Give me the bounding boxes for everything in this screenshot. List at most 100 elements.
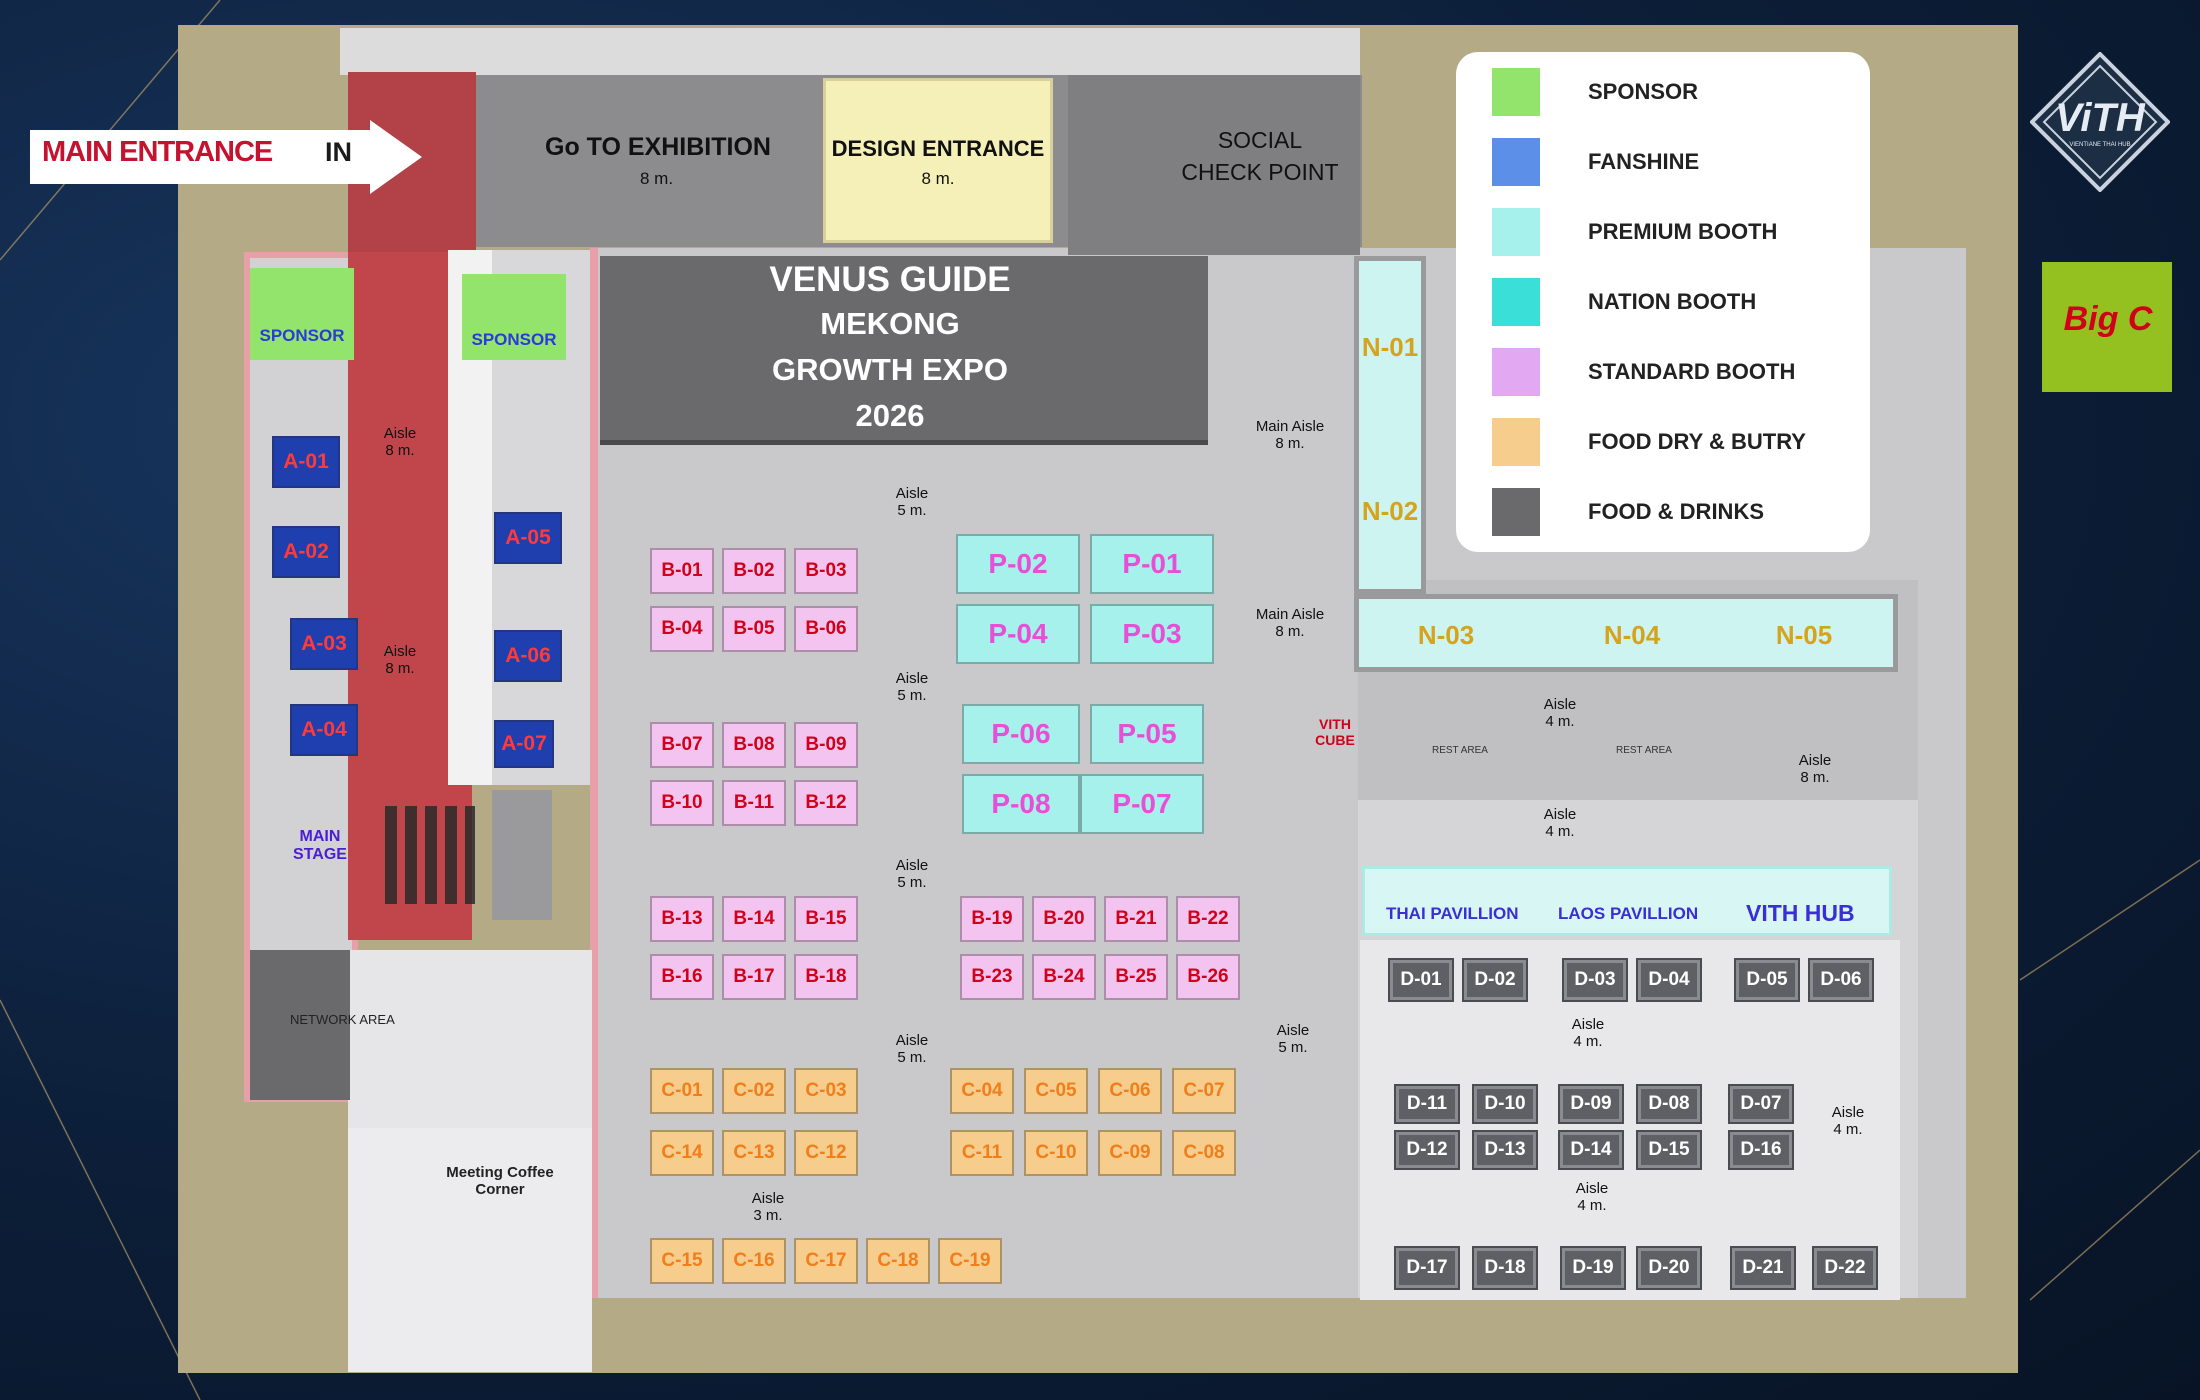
booth-d-04[interactable]: D-04 xyxy=(1636,958,1702,1002)
booth-d-14[interactable]: D-14 xyxy=(1558,1130,1624,1170)
booth-d-11[interactable]: D-11 xyxy=(1394,1084,1460,1124)
legend-item: STANDARD BOOTH xyxy=(1492,348,1795,396)
booth-b-26[interactable]: B-26 xyxy=(1176,954,1240,1000)
booth-a-03[interactable]: A-03 xyxy=(290,618,358,670)
booth-a-02[interactable]: A-02 xyxy=(272,526,340,578)
booth-b-23[interactable]: B-23 xyxy=(960,954,1024,1000)
booth-p-08[interactable]: P-08 xyxy=(962,774,1080,834)
booth-p-02[interactable]: P-02 xyxy=(956,534,1080,594)
booth-b-04[interactable]: B-04 xyxy=(650,606,714,652)
booth-a-07[interactable]: A-07 xyxy=(494,720,554,768)
booth-b-25[interactable]: B-25 xyxy=(1104,954,1168,1000)
booth-d-07[interactable]: D-07 xyxy=(1728,1084,1794,1124)
booth-d-12[interactable]: D-12 xyxy=(1394,1130,1460,1170)
booth-c-04[interactable]: C-04 xyxy=(950,1068,1014,1114)
booth-b-10[interactable]: B-10 xyxy=(650,780,714,826)
main-stage-label: MAIN STAGE xyxy=(293,828,347,863)
booth-c-11[interactable]: C-11 xyxy=(950,1130,1014,1176)
booth-b-13[interactable]: B-13 xyxy=(650,896,714,942)
booth-d-22[interactable]: D-22 xyxy=(1812,1246,1878,1290)
booth-d-21[interactable]: D-21 xyxy=(1730,1246,1796,1290)
booth-d-06[interactable]: D-06 xyxy=(1808,958,1874,1002)
booth-c-13[interactable]: C-13 xyxy=(722,1130,786,1176)
booth-c-02[interactable]: C-02 xyxy=(722,1068,786,1114)
booth-b-08[interactable]: B-08 xyxy=(722,722,786,768)
booth-b-16[interactable]: B-16 xyxy=(650,954,714,1000)
banner-line3: GROWTH EXPO xyxy=(772,352,1008,387)
booth-d-19[interactable]: D-19 xyxy=(1560,1246,1626,1290)
booth-b-14[interactable]: B-14 xyxy=(722,896,786,942)
booth-p-03[interactable]: P-03 xyxy=(1090,604,1214,664)
booth-d-08[interactable]: D-08 xyxy=(1636,1084,1702,1124)
booth-c-10[interactable]: C-10 xyxy=(1024,1130,1088,1176)
booth-c-06[interactable]: C-06 xyxy=(1098,1068,1162,1114)
booth-d-02[interactable]: D-02 xyxy=(1462,958,1528,1002)
booth-b-07[interactable]: B-07 xyxy=(650,722,714,768)
booth-c-09[interactable]: C-09 xyxy=(1098,1130,1162,1176)
aisle-label: Aisle 4 m. xyxy=(1831,1104,1865,1138)
booth-p-07[interactable]: P-07 xyxy=(1080,774,1204,834)
entrance-in-label: IN xyxy=(325,137,352,167)
booth-d-01[interactable]: D-01 xyxy=(1388,958,1454,1002)
booth-b-03[interactable]: B-03 xyxy=(794,548,858,594)
main-entrance-arrow xyxy=(30,120,422,194)
booth-c-18[interactable]: C-18 xyxy=(866,1238,930,1284)
booth-c-19[interactable]: C-19 xyxy=(938,1238,1002,1284)
booth-b-06[interactable]: B-06 xyxy=(794,606,858,652)
coffee-floor xyxy=(348,1128,592,1372)
booth-b-18[interactable]: B-18 xyxy=(794,954,858,1000)
legend-swatch xyxy=(1492,278,1540,326)
booth-b-15[interactable]: B-15 xyxy=(794,896,858,942)
vith-hub-label: VITH HUB xyxy=(1746,900,1855,926)
booth-c-05[interactable]: C-05 xyxy=(1024,1068,1088,1114)
booth-b-09[interactable]: B-09 xyxy=(794,722,858,768)
booth-c-01[interactable]: C-01 xyxy=(650,1068,714,1114)
booth-d-13[interactable]: D-13 xyxy=(1472,1130,1538,1170)
booth-d-03[interactable]: D-03 xyxy=(1562,958,1628,1002)
booth-c-16[interactable]: C-16 xyxy=(722,1238,786,1284)
booth-b-05[interactable]: B-05 xyxy=(722,606,786,652)
design-entrance-zone xyxy=(823,78,1053,243)
aisle-label: Aisle 5 m. xyxy=(895,485,929,519)
booth-b-12[interactable]: B-12 xyxy=(794,780,858,826)
booth-c-07[interactable]: C-07 xyxy=(1172,1068,1236,1114)
booth-p-05[interactable]: P-05 xyxy=(1090,704,1204,764)
booth-a-06[interactable]: A-06 xyxy=(494,630,562,682)
booth-c-14[interactable]: C-14 xyxy=(650,1130,714,1176)
legend-item: FOOD DRY & BUTRY xyxy=(1492,418,1806,466)
booth-c-12[interactable]: C-12 xyxy=(794,1130,858,1176)
booth-b-19[interactable]: B-19 xyxy=(960,896,1024,942)
booth-d-17[interactable]: D-17 xyxy=(1394,1246,1460,1290)
booth-a-01[interactable]: A-01 xyxy=(272,436,340,488)
booth-n-04[interactable]: N-04 xyxy=(1603,619,1661,650)
booth-c-15[interactable]: C-15 xyxy=(650,1238,714,1284)
booth-d-09[interactable]: D-09 xyxy=(1558,1084,1624,1124)
nation-zone-row xyxy=(1354,594,1898,672)
booth-n-02[interactable]: N-02 xyxy=(1361,495,1419,526)
booth-c-08[interactable]: C-08 xyxy=(1172,1130,1236,1176)
booth-c-17[interactable]: C-17 xyxy=(794,1238,858,1284)
booth-b-17[interactable]: B-17 xyxy=(722,954,786,1000)
booth-n-05[interactable]: N-05 xyxy=(1775,619,1833,650)
booth-d-18[interactable]: D-18 xyxy=(1472,1246,1538,1290)
booth-b-01[interactable]: B-01 xyxy=(650,548,714,594)
booth-b-02[interactable]: B-02 xyxy=(722,548,786,594)
booth-p-06[interactable]: P-06 xyxy=(962,704,1080,764)
booth-d-15[interactable]: D-15 xyxy=(1636,1130,1702,1170)
booth-b-21[interactable]: B-21 xyxy=(1104,896,1168,942)
booth-b-20[interactable]: B-20 xyxy=(1032,896,1096,942)
booth-b-22[interactable]: B-22 xyxy=(1176,896,1240,942)
booth-a-04[interactable]: A-04 xyxy=(290,704,358,756)
booth-n-03[interactable]: N-03 xyxy=(1417,619,1475,650)
booth-a-05[interactable]: A-05 xyxy=(494,512,562,564)
booth-b-11[interactable]: B-11 xyxy=(722,780,786,826)
booth-d-05[interactable]: D-05 xyxy=(1734,958,1800,1002)
booth-d-20[interactable]: D-20 xyxy=(1636,1246,1702,1290)
booth-d-10[interactable]: D-10 xyxy=(1472,1084,1538,1124)
booth-c-03[interactable]: C-03 xyxy=(794,1068,858,1114)
booth-n-01[interactable]: N-01 xyxy=(1361,331,1419,362)
booth-b-24[interactable]: B-24 xyxy=(1032,954,1096,1000)
booth-p-04[interactable]: P-04 xyxy=(956,604,1080,664)
booth-d-16[interactable]: D-16 xyxy=(1728,1130,1794,1170)
booth-p-01[interactable]: P-01 xyxy=(1090,534,1214,594)
